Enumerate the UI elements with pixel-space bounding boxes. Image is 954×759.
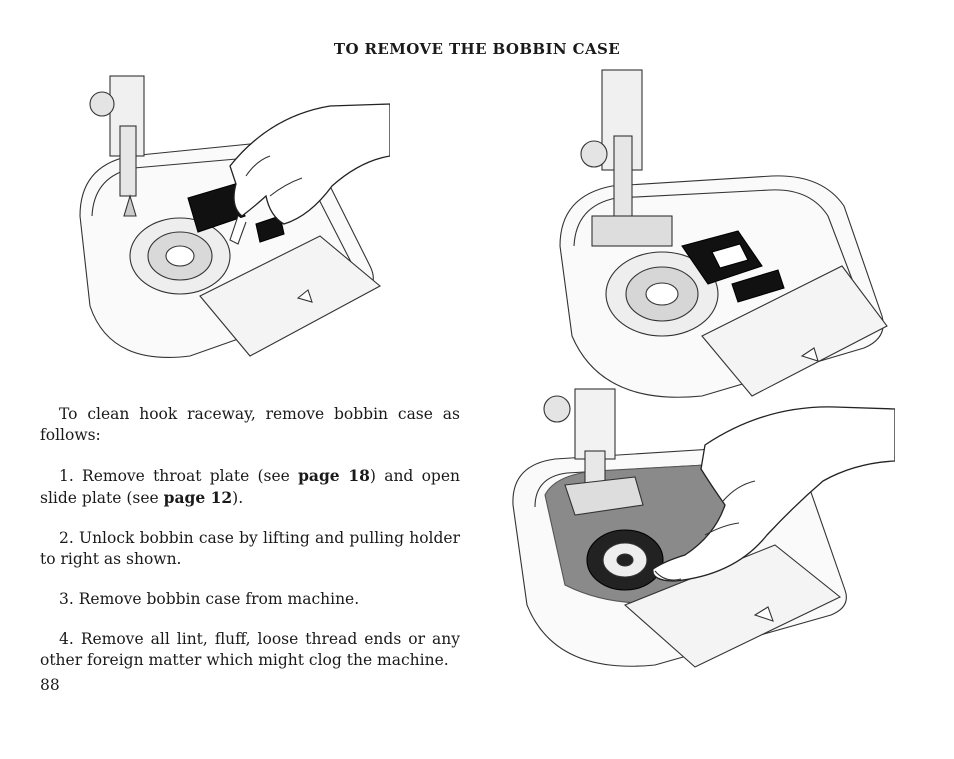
intro-paragraph: To clean hook raceway, remove bobbin cas… bbox=[40, 405, 460, 444]
step-text: ). bbox=[232, 489, 244, 507]
instructions: To clean hook raceway, remove bobbin cas… bbox=[40, 404, 460, 671]
page-number: 88 bbox=[40, 676, 60, 694]
step-text: Remove bobbin case from machine. bbox=[78, 590, 360, 608]
step-text: Remove throat plate (see bbox=[82, 467, 299, 485]
step-text: ) and open slide plate (see bbox=[40, 467, 460, 507]
step-number: 1. bbox=[59, 467, 74, 485]
step-2: 2. Unlock bobbin case by lifting and pul… bbox=[40, 528, 460, 570]
illustration-remove-bobbin-case bbox=[512, 388, 895, 668]
step-text: Remove all lint, fluff, loose thread end… bbox=[40, 630, 461, 669]
page-reference: page 18 bbox=[298, 466, 370, 485]
step-text: Unlock bobbin case by lifting and pullin… bbox=[40, 529, 460, 568]
step-1: 1. Remove throat plate (see page 18) and… bbox=[40, 465, 460, 509]
page-title: TO REMOVE THE BOBBIN CASE bbox=[333, 40, 621, 58]
step-4: 4. Remove all lint, fluff, loose thread … bbox=[40, 629, 460, 671]
step-3: 3. Remove bobbin case from machine. bbox=[40, 589, 460, 610]
step-number: 2. bbox=[59, 529, 74, 547]
illustration-holder-released bbox=[559, 69, 888, 398]
page-reference: page 12 bbox=[163, 488, 233, 507]
step-number: 4. bbox=[59, 630, 74, 648]
step-number: 3. bbox=[59, 590, 74, 608]
illustration-unlock-bobbin-case bbox=[79, 75, 390, 358]
